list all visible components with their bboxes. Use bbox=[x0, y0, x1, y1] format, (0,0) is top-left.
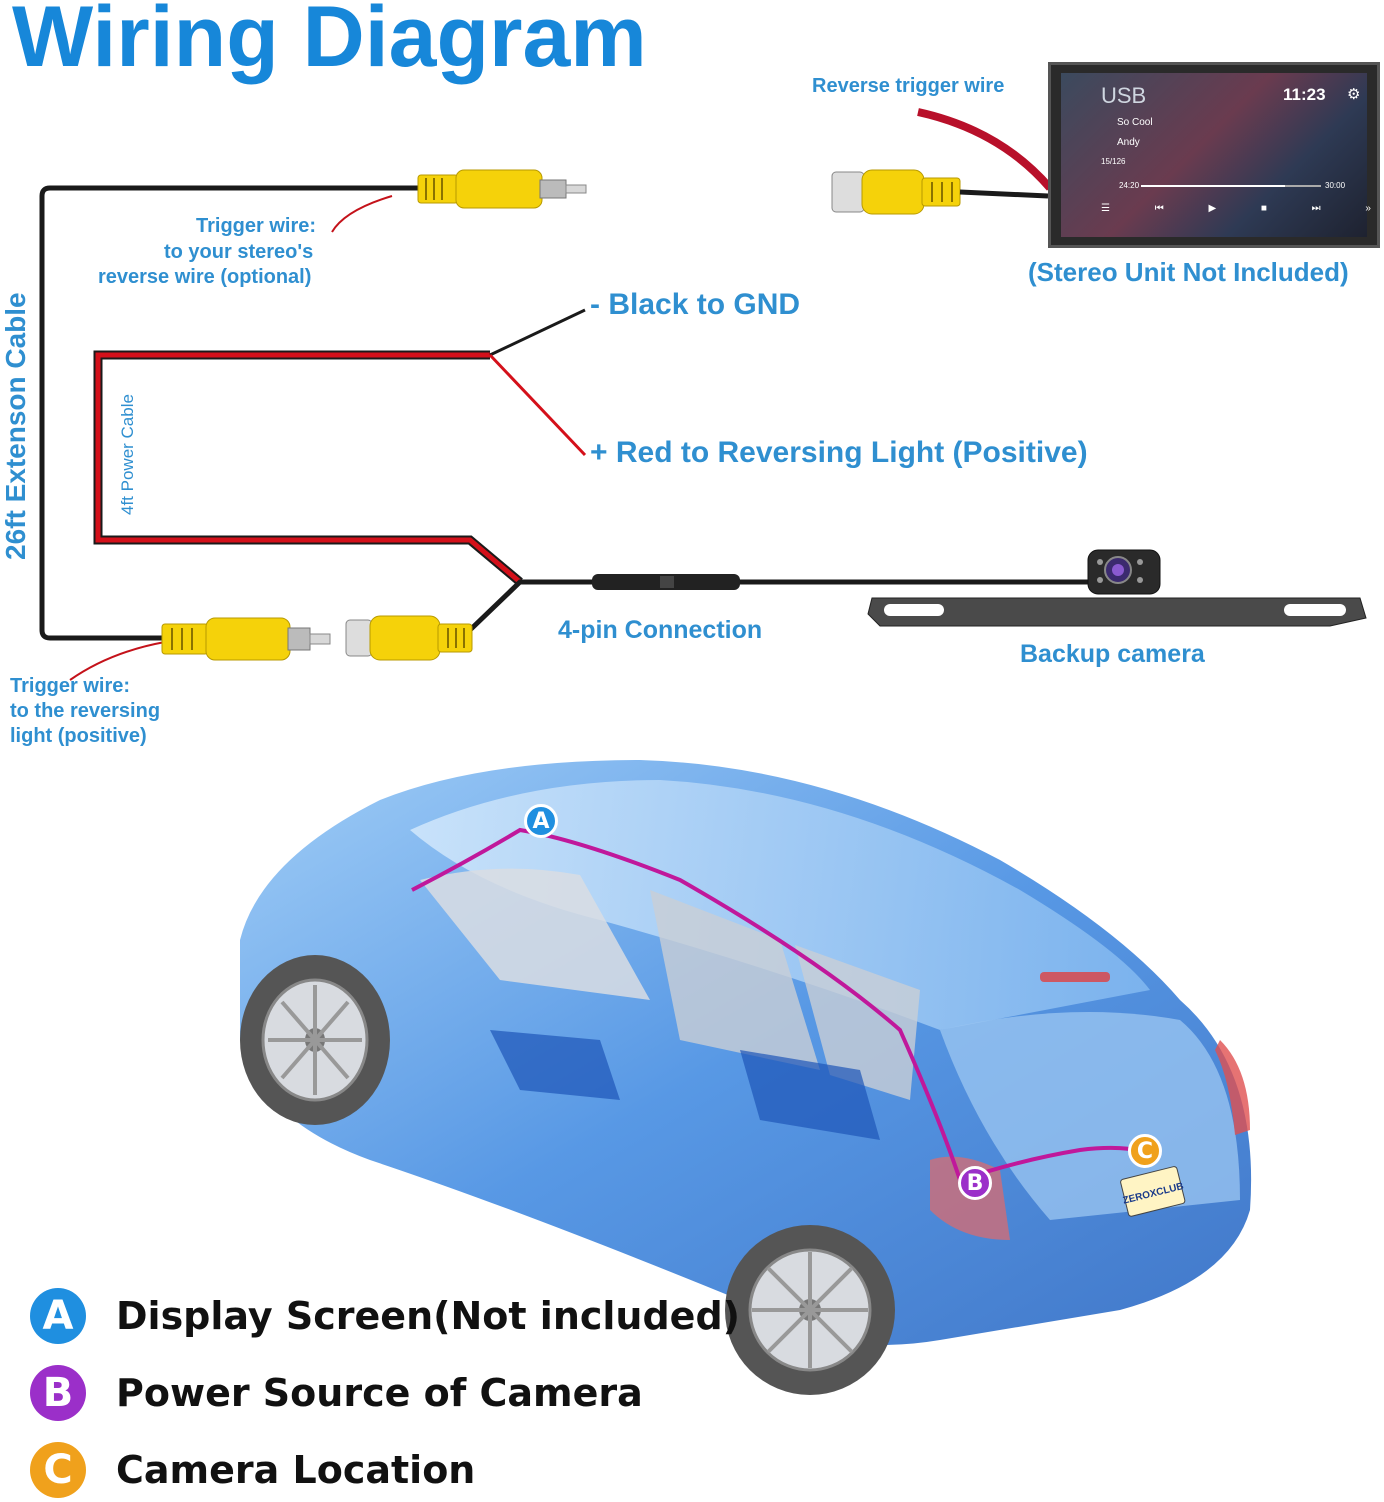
legend-badge-b: B bbox=[30, 1365, 86, 1421]
rca-plug-bottom bbox=[161, 617, 331, 661]
trigger-wire-reversing-line1: Trigger wire: bbox=[10, 675, 131, 697]
rear-wheel bbox=[725, 1225, 895, 1395]
source-label: USB bbox=[1101, 83, 1147, 108]
car-xray-illustration: ZEROXCLUB bbox=[240, 760, 1252, 1395]
four-pin-label: 4-pin Connection bbox=[558, 616, 763, 644]
legend-text-c: Camera Location bbox=[116, 1448, 476, 1492]
legend-item-a: A Display Screen(Not included) bbox=[30, 1284, 740, 1348]
trigger-wire-stereo-line2: to your stereo's bbox=[164, 241, 314, 263]
stereo-unit: USB 11:23 ⚙ So Cool Andy 15/126 24:20 30… bbox=[1048, 62, 1380, 248]
progress-bar[interactable] bbox=[1141, 185, 1321, 187]
backup-camera-label: Backup camera bbox=[1020, 640, 1205, 668]
page-title: Wiring Diagram bbox=[12, 0, 647, 85]
black-gnd-label: - Black to GND bbox=[590, 288, 801, 321]
legend-text-b: Power Source of Camera bbox=[116, 1371, 643, 1415]
front-window bbox=[420, 868, 650, 1000]
track-name: So Cool bbox=[1117, 117, 1153, 128]
clock: 11:23 bbox=[1283, 85, 1326, 104]
cable-route bbox=[411, 827, 1146, 1183]
rca-jack-stereo bbox=[831, 169, 1049, 215]
list-icon[interactable]: ☰ bbox=[1101, 203, 1110, 214]
front-wheel bbox=[240, 955, 390, 1125]
trigger-wire-stereo-line3: reverse wire (optional) bbox=[98, 266, 312, 288]
legend-item-c: C Camera Location bbox=[30, 1438, 475, 1502]
rca-jack-bottom bbox=[345, 615, 473, 661]
route-pin-b: B bbox=[958, 1166, 992, 1200]
legend-badge-a: A bbox=[30, 1288, 86, 1344]
settings-icon[interactable]: ⚙ bbox=[1347, 86, 1361, 103]
power-cable-outer bbox=[93, 350, 523, 586]
license-plate: ZEROXCLUB bbox=[1120, 1166, 1186, 1217]
backup-camera bbox=[867, 549, 1367, 627]
trigger-wire-reversing-line2: to the reversing bbox=[10, 700, 161, 722]
next-icon[interactable]: ⏭ bbox=[1311, 203, 1321, 214]
brake-light bbox=[1040, 972, 1110, 982]
extension-cable-wire bbox=[39, 185, 420, 641]
transport-controls: ☰ ⏮ ▶ ■ ⏭ » bbox=[1101, 203, 1371, 214]
route-pin-c: C bbox=[1128, 1134, 1162, 1168]
legend-item-b: B Power Source of Camera bbox=[30, 1361, 643, 1425]
elapsed-time: 24:20 bbox=[1119, 181, 1140, 190]
car-roof bbox=[410, 780, 1150, 1030]
total-time: 30:00 bbox=[1325, 181, 1346, 190]
route-pin-a: A bbox=[524, 804, 558, 838]
trigger-wire-stereo-line1: Trigger wire: bbox=[196, 215, 317, 237]
reverse-trigger-label: Reverse trigger wire bbox=[812, 75, 1005, 97]
stereo-not-included-label: (Stereo Unit Not Included) bbox=[1028, 257, 1349, 287]
stereo-screen: USB 11:23 ⚙ So Cool Andy 15/126 24:20 30… bbox=[1061, 73, 1371, 237]
power-cable-label: 4ft Power Cable bbox=[118, 394, 137, 515]
side-window-front bbox=[650, 890, 820, 1070]
extension-cable-label: 26ft Extenson Cable bbox=[0, 292, 31, 560]
power-cable-red bbox=[95, 352, 522, 584]
camera-cable bbox=[468, 579, 1100, 632]
previous-icon[interactable]: ⏮ bbox=[1154, 203, 1164, 214]
legend-badge-c: C bbox=[30, 1442, 86, 1498]
bottom-trigger-wire bbox=[69, 641, 166, 681]
rear-hatch bbox=[940, 1012, 1240, 1220]
red-positive-label: + Red to Reversing Light (Positive) bbox=[590, 436, 1088, 469]
reverse-trigger-wire bbox=[917, 108, 1054, 191]
track-count: 15/126 bbox=[1101, 157, 1126, 166]
front-seat bbox=[490, 1030, 620, 1100]
legend-text-a: Display Screen(Not included) bbox=[116, 1294, 741, 1338]
artist-name: Andy bbox=[1117, 137, 1140, 148]
play-icon[interactable]: ▶ bbox=[1208, 203, 1217, 214]
top-trigger-wire bbox=[331, 195, 393, 233]
rca-plug-top bbox=[417, 169, 587, 209]
red-positive-wire bbox=[488, 353, 587, 457]
more-icon[interactable]: » bbox=[1365, 203, 1371, 214]
wiring-schematic bbox=[39, 108, 1367, 681]
side-window-rear bbox=[795, 945, 920, 1100]
rear-seat bbox=[740, 1050, 880, 1140]
trigger-wire-reversing-line3: light (positive) bbox=[10, 725, 147, 747]
black-gnd-wire bbox=[489, 308, 586, 357]
stop-icon[interactable]: ■ bbox=[1260, 203, 1267, 214]
